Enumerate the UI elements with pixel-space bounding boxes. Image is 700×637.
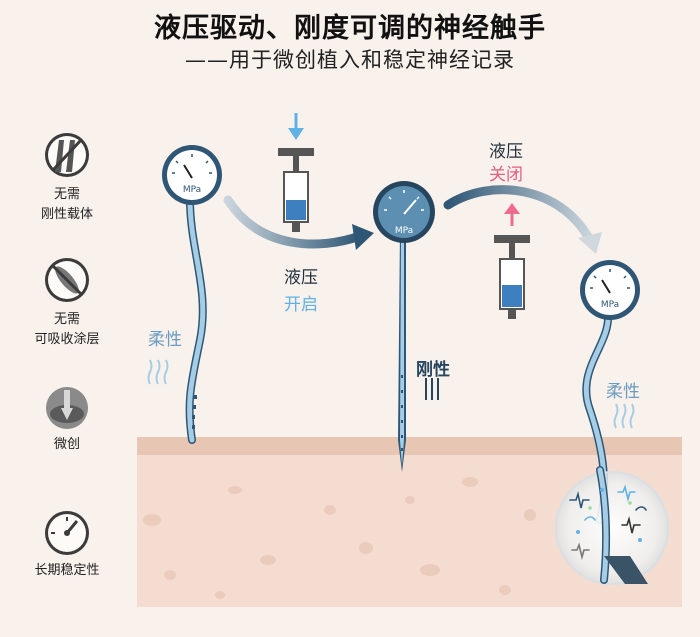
page-subtitle: ——用于微创植入和稳定神经记录 [185,48,515,72]
feature-label-no-absorbable-coating: 无需 可吸收涂层 [17,310,117,350]
flexible-wave-marks-right [613,403,635,429]
syringe-depressurize [494,203,530,319]
arrow-to-flexible [443,185,595,245]
feature-label-line: 可吸收涂层 [34,332,100,347]
flexible-wave-marks-left [147,359,169,385]
label-flexible-right: 柔性 [606,382,640,402]
pressure-gauge-left: MPa [162,145,222,205]
label-hydraulic-off-2: 关闭 [489,165,523,185]
syringe-pressurize [278,113,314,232]
feature-label-line: 无需 [53,312,80,327]
feature-label-line: 长期稳定性 [34,563,100,578]
label-rigid: 刚性 [416,360,450,380]
arrow-head-2 [578,232,602,254]
no-absorbable-coating-icon [45,258,89,302]
minimally-invasive-icon [46,387,88,429]
arrow-head-1 [352,224,374,250]
long-term-stability-icon [45,511,89,555]
feature-label-no-rigid-carrier: 无需 刚性载体 [17,185,117,225]
feature-label-minimally-invasive: 微创 [17,435,117,455]
label-hydraulic-on-2: 开启 [284,295,318,315]
feature-label-line: 无需 [53,187,80,202]
label-flexible-left: 柔性 [148,330,182,350]
arrow-to-rigid [223,195,365,249]
feature-label-line: 微创 [53,437,80,452]
label-hydraulic-off-1: 液压 [489,142,523,162]
no-rigid-carrier-icon [45,133,89,177]
rigid-probe-center [398,230,406,472]
gauge-unit-center: MPa [395,226,413,236]
rigid-marks [425,378,439,400]
gauge-unit-right: MPa [601,300,619,310]
feature-label-long-term-stability: 长期稳定性 [17,561,117,581]
feature-label-line: 刚性载体 [40,207,93,222]
label-hydraulic-on-1: 液压 [284,268,318,288]
recording-magnifier [555,466,669,585]
gauge-unit-left: MPa [183,185,201,195]
flexible-probe-left [185,196,207,444]
page-title: 液压驱动、刚度可调的神经触手 [154,13,546,44]
pressure-gauge-right: MPa [580,260,640,320]
pressure-gauge-center: MPa [373,181,435,243]
